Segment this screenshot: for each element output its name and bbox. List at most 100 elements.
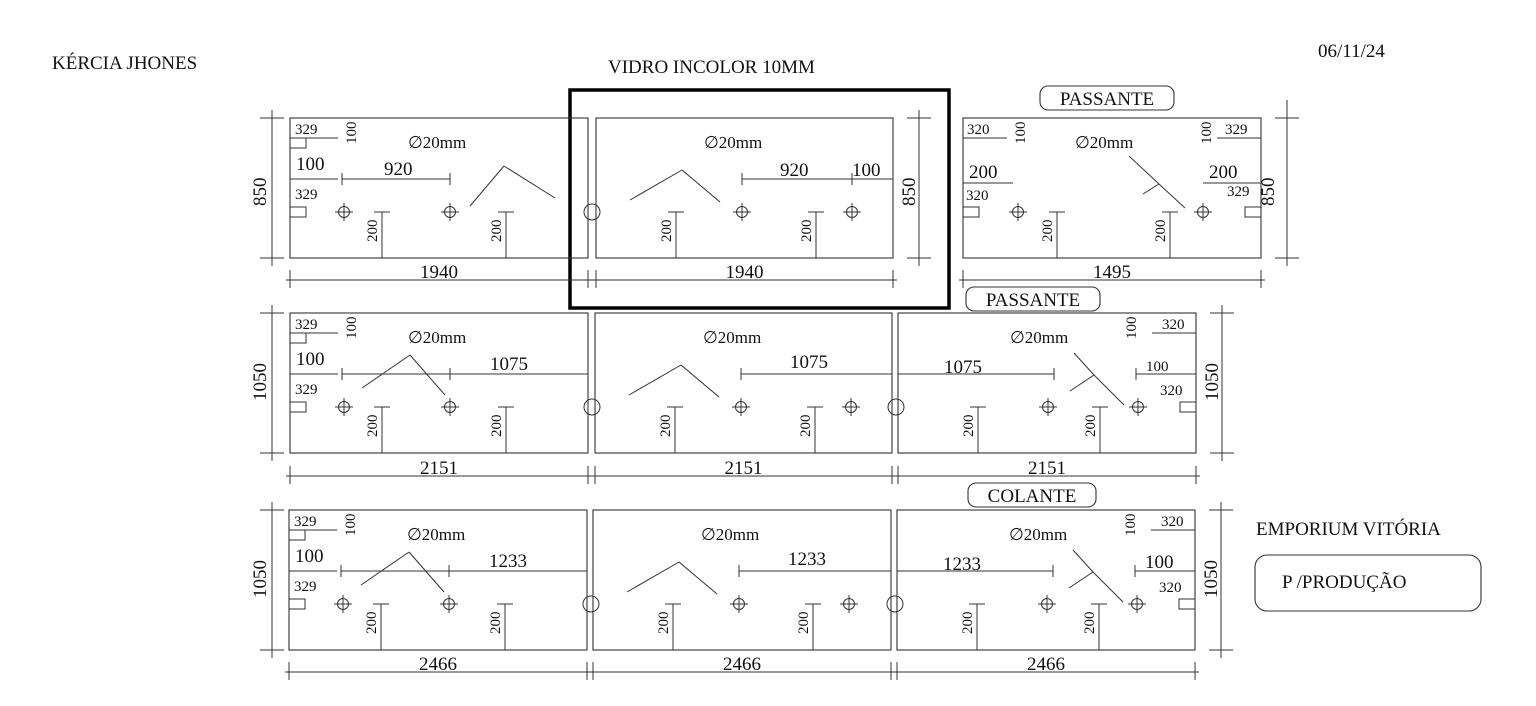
opening-mark (629, 169, 721, 203)
hole-diameter-label: ∅20mm (1010, 328, 1068, 347)
height-label: 1050 (1202, 363, 1223, 401)
opening-mark (361, 354, 446, 396)
opening-line (1142, 183, 1160, 195)
notch-offset-label: 200 (1082, 612, 1098, 635)
opening-mark (626, 561, 718, 595)
hole-icon (440, 595, 458, 613)
notch-marker: 200 (489, 406, 514, 453)
height-dimension: 1050 (250, 305, 284, 461)
span-label: 920 (384, 159, 413, 180)
span-label: 1233 (943, 554, 981, 575)
hole-diameter: ∅20mm (704, 133, 762, 152)
hinge-icon (962, 206, 980, 218)
hole-diameter-label: ∅20mm (703, 328, 761, 347)
edge-distance-label: 100 (1124, 317, 1140, 340)
hole-diameter-label: ∅20mm (1075, 133, 1133, 152)
hole-icon (730, 595, 748, 613)
edge-distance-label: 329 (294, 579, 317, 595)
width-dimension: 2466 (893, 654, 1199, 680)
edge-distance-label: 329 (295, 317, 318, 333)
hole-diameter-label: ∅20mm (701, 525, 759, 544)
hole-icon (1038, 595, 1056, 613)
hinge-icon (288, 529, 306, 541)
opening-line (1092, 571, 1124, 603)
panel-outline (896, 509, 1196, 651)
edge-distance-label: 329 (294, 514, 317, 530)
hole-icon (840, 595, 858, 613)
hole-icon (733, 203, 751, 221)
notch-offset-label: 200 (659, 220, 675, 243)
width-label: 2151 (1028, 458, 1066, 479)
hole-icon (842, 398, 860, 416)
offset-label: 100 (852, 160, 881, 181)
selection-highlight (568, 88, 951, 310)
notch-marker: 200 (364, 603, 389, 650)
notch-marker: 200 (659, 211, 684, 258)
opening-line (626, 561, 680, 593)
drawing-title: VIDRO INCOLOR 10MM (608, 57, 815, 78)
width-label: 2466 (1027, 654, 1065, 675)
notch-offset-label: 200 (488, 612, 504, 635)
hole-diameter-label: ∅20mm (408, 328, 466, 347)
notch-marker: 200 (1153, 211, 1178, 258)
span-label: 920 (780, 160, 809, 181)
height-dimension: 1050 (1202, 305, 1234, 461)
hole-icon (441, 398, 459, 416)
panel-outline (897, 312, 1197, 454)
opening-line (409, 354, 446, 396)
notch-offset-label: 200 (489, 220, 505, 243)
hinge-icon (289, 401, 307, 413)
opening-mark (628, 364, 720, 398)
width-label: 1940 (726, 262, 764, 283)
opening-line (1069, 374, 1095, 392)
hole-diameter: ∅20mm (1009, 525, 1067, 544)
hole-icon (335, 203, 353, 221)
client-name: KÉRCIA JHONES (52, 53, 198, 74)
panel-outline (289, 117, 589, 259)
panel-outline (288, 509, 588, 651)
notch-offset-label: 200 (796, 612, 812, 635)
span-label: 1233 (489, 551, 527, 572)
opening-line (681, 169, 721, 203)
height-label: 1050 (1201, 560, 1222, 598)
width-dimension: 1940 (592, 262, 897, 288)
notch-offset-label: 200 (489, 415, 505, 438)
span-label: 1233 (788, 549, 826, 570)
span-label: 1075 (790, 352, 828, 373)
panel-row: PASSANTE 850 1940 ∅20mm 329 100 100 920 329 200 20… (250, 85, 1299, 288)
notch-marker: 200 (798, 406, 823, 453)
width-dimension: 2466 (589, 654, 895, 680)
hole-icon (1129, 398, 1147, 416)
notch-marker: 200 (488, 603, 513, 650)
edge-distance-label: 100 (1123, 514, 1139, 537)
edge-distance-label: 320 (1160, 383, 1183, 399)
row-type-badge: COLANTE (967, 482, 1097, 508)
glass-panel: 2151 ∅20mm 1075 200 200 (591, 312, 905, 484)
hole-diameter-label: ∅20mm (1009, 525, 1067, 544)
width-label: 1940 (420, 262, 458, 283)
hole-diameter: ∅20mm (703, 328, 761, 347)
height-label: 850 (899, 178, 920, 207)
opening-mark (360, 551, 445, 593)
hole-icon (1128, 595, 1146, 613)
notch-marker: 200 (658, 406, 683, 453)
notch-marker: 200 (489, 211, 514, 258)
notch-marker: 200 (365, 211, 390, 258)
edge-distance-label: 329 (295, 187, 318, 203)
company-box: EMPORIUM VITÓRIA P /PRODUÇÃO (1254, 518, 1482, 612)
width-dimension: 1495 (959, 262, 1265, 288)
width-dimension: 2151 (591, 458, 896, 484)
edge-distance-label: 329 (1227, 184, 1250, 200)
notch-marker: 200 (1082, 603, 1107, 650)
offset-label: 100 (296, 154, 325, 175)
notch-offset-label: 200 (799, 220, 815, 243)
width-label: 2151 (420, 458, 458, 479)
width-label: 1495 (1093, 262, 1131, 283)
row-type-label: PASSANTE (1060, 89, 1154, 110)
panel-outline (592, 509, 892, 651)
notch-offset-label: 200 (365, 220, 381, 243)
